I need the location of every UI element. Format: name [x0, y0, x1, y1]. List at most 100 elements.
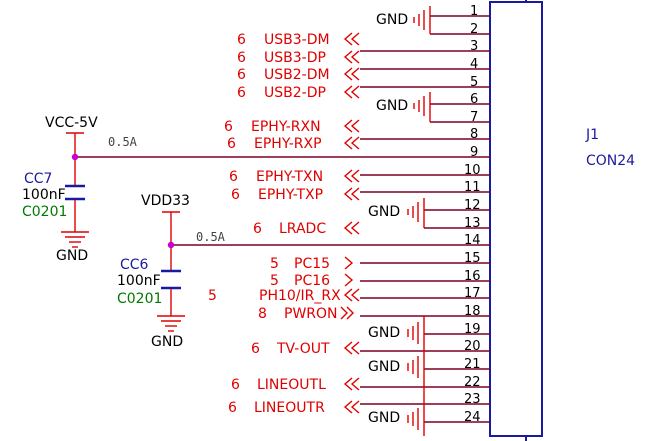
net-usb2-dp: 6 USB2-DP	[237, 85, 360, 101]
pin-number: 20	[464, 339, 481, 354]
connector-body	[489, 1, 543, 437]
pin-number: 21	[464, 357, 481, 372]
pin-19: 19	[424, 322, 490, 337]
pin-12: 12	[424, 198, 490, 213]
gnd-label: GND	[376, 98, 408, 114]
cc7-package: C0201	[22, 204, 67, 220]
vdd33-section: VDD33 0.5A CC6 100nF C0201 GND	[117, 193, 360, 350]
connector-ref: J1	[585, 127, 599, 143]
vdd33-label: VDD33	[141, 193, 190, 209]
pin-number: 23	[464, 392, 481, 407]
cc6-ref: CC6	[120, 257, 149, 273]
vcc5v-section: VCC-5V 0.5A CC7 100nF C0201 GND	[22, 115, 360, 264]
svg-text:USB2-DM: USB2-DM	[264, 67, 330, 83]
pin-8: 8	[360, 127, 490, 142]
svg-text:6: 6	[253, 221, 262, 237]
svg-text:PWRON: PWRON	[284, 306, 338, 322]
pin-number: 2	[470, 22, 478, 37]
svg-text:EPHY-TXP: EPHY-TXP	[258, 187, 323, 203]
pin-number: 16	[464, 269, 481, 284]
net-pc16: 5 PC16	[270, 273, 354, 289]
pin-14: 14	[360, 233, 490, 248]
svg-text:8: 8	[258, 306, 267, 322]
cc7-ref: CC7	[24, 171, 52, 187]
ground-symbols-connector: GND GND GND GND GND GND	[368, 6, 431, 436]
pin-15: 15	[360, 251, 490, 266]
gnd-label: GND	[368, 204, 400, 220]
svg-text:PC16: PC16	[294, 273, 330, 289]
pin-17: 17	[360, 286, 490, 301]
pin-number: 18	[464, 304, 481, 319]
svg-text:6: 6	[231, 377, 240, 393]
pin-number: 5	[470, 75, 478, 90]
svg-text:6: 6	[227, 136, 236, 152]
svg-text:EPHY-RXP: EPHY-RXP	[254, 136, 322, 152]
gnd-label: GND	[368, 359, 400, 375]
net-ephy-rxn: 6 EPHY-RXN	[224, 119, 360, 135]
pin-18: 18	[360, 304, 490, 319]
svg-text:6: 6	[228, 400, 237, 416]
connector-value: CON24	[586, 153, 635, 169]
gnd-label: GND	[151, 334, 183, 350]
pin-number: 9	[470, 145, 478, 160]
pin-22: 22	[360, 375, 490, 390]
junction-dot	[167, 241, 175, 249]
svg-text:5: 5	[270, 273, 279, 289]
svg-text:PC15: PC15	[294, 256, 330, 272]
pin-1: 1	[430, 4, 490, 19]
pin-number: 8	[470, 127, 478, 142]
svg-text:LINEOUTL: LINEOUTL	[257, 377, 326, 393]
svg-text:6: 6	[231, 187, 240, 203]
svg-text:5: 5	[270, 256, 279, 272]
pin-9: 9	[360, 145, 490, 160]
pin-7: 7	[430, 110, 490, 125]
gnd-label: GND	[368, 325, 400, 341]
vcc5v-current: 0.5A	[108, 135, 138, 149]
pin-4: 4	[360, 57, 490, 72]
pin-number: 24	[464, 410, 481, 425]
net-tv-out: 6 TV-OUT	[251, 341, 360, 357]
net-ephy-txp: 6 EPHY-TXP	[231, 187, 360, 203]
pin-16: 16	[360, 269, 490, 284]
pin-24: 24	[424, 410, 490, 425]
svg-text:6: 6	[237, 32, 246, 48]
svg-text:USB3-DP: USB3-DP	[264, 50, 326, 66]
pin-23: 23	[360, 392, 490, 407]
cc6-value: 100nF	[117, 273, 161, 289]
junction-dot	[71, 153, 79, 161]
vdd33-current: 0.5A	[196, 230, 226, 244]
svg-text:EPHY-TXN: EPHY-TXN	[256, 169, 323, 185]
pin-number: 19	[464, 322, 481, 337]
svg-text:LINEOUTR: LINEOUTR	[254, 400, 325, 416]
cc7-value: 100nF	[22, 187, 66, 203]
pin-number: 3	[470, 39, 478, 54]
pin-number: 13	[464, 216, 481, 231]
svg-text:6: 6	[224, 119, 233, 135]
svg-text:6: 6	[229, 169, 238, 185]
pin-5: 5	[360, 75, 490, 90]
svg-text:6: 6	[237, 85, 246, 101]
pin-10: 10	[360, 163, 490, 178]
net-lineoutr: 6 LINEOUTR	[228, 400, 360, 416]
net-pc15: 5 PC15	[270, 256, 354, 272]
svg-text:USB2-DP: USB2-DP	[264, 85, 326, 101]
pin-number: 14	[464, 233, 481, 248]
svg-text:6: 6	[237, 67, 246, 83]
svg-text:TV-OUT: TV-OUT	[276, 341, 330, 357]
pin-number: 22	[464, 375, 481, 390]
pin-number: 6	[470, 92, 478, 107]
pin-13: 13	[424, 216, 490, 231]
pin-11: 11	[360, 180, 490, 195]
gnd-label: GND	[376, 12, 408, 28]
svg-text:EPHY-RXN: EPHY-RXN	[251, 119, 321, 135]
pin-number: 4	[470, 57, 478, 72]
net-lineoutl: 6 LINEOUTL	[231, 377, 360, 393]
svg-text:6: 6	[251, 341, 260, 357]
pin-number: 17	[464, 286, 481, 301]
svg-text:5: 5	[208, 288, 217, 304]
cc6-package: C0201	[117, 291, 162, 307]
